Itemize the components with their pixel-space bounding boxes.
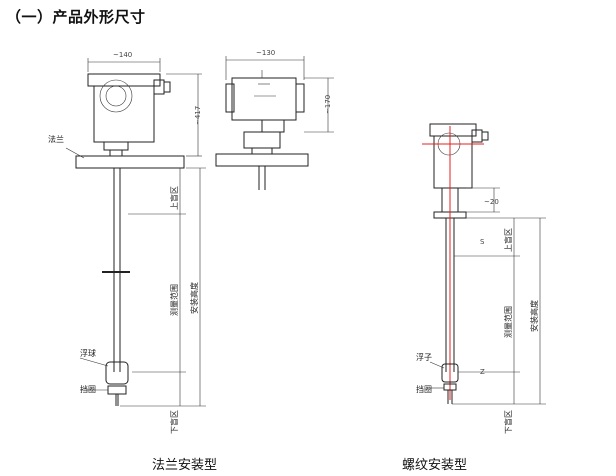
flange-side-view: ~130 ~170 xyxy=(215,49,334,190)
dim-neck-label: ~20 xyxy=(484,198,499,206)
flange-front-view: ~140 ~417 上盲区 测量范围 安装高度 下盲区 法兰 浮球 xyxy=(48,51,206,434)
float-callout: 浮球 xyxy=(80,348,96,358)
side-flange-plate xyxy=(215,153,309,167)
side-housing-body xyxy=(231,77,297,121)
thread-float xyxy=(441,363,459,383)
thread-measure-label: 测量范围 xyxy=(503,306,513,338)
thread-view: ~20 S Z 上盲区 测量范围 安装高度 下盲区 浮子 挡圈 xyxy=(416,123,546,434)
thread-type-caption: 螺纹安装型 xyxy=(402,458,468,473)
float-ball xyxy=(105,361,129,385)
housing-cap xyxy=(87,73,161,87)
dim-width-label: ~140 xyxy=(113,51,132,59)
section-heading: （一）产品外形尺寸 xyxy=(6,8,146,26)
flange-type-caption: 法兰安装型 xyxy=(152,458,218,473)
stop-ring xyxy=(107,385,127,395)
lower-blind-zone-label: 下盲区 xyxy=(169,410,179,434)
dim-side-width-label: ~130 xyxy=(256,49,275,57)
thread-housing-cap xyxy=(429,123,477,137)
thread-stop-callout: 挡圈 xyxy=(416,384,432,394)
flange-plate xyxy=(75,155,185,169)
thread-lower-zone-label: 下盲区 xyxy=(503,410,513,434)
thread-float-callout: 浮子 xyxy=(416,352,432,362)
display-window xyxy=(99,79,133,113)
dim-height-label: ~417 xyxy=(194,106,202,125)
side-cable-gland xyxy=(261,119,285,133)
measuring-range-label: 测量范围 xyxy=(169,284,179,316)
stop-ring-callout: 挡圈 xyxy=(80,384,96,394)
thread-stop-ring xyxy=(443,383,457,391)
install-height-label: 安装高度 xyxy=(189,282,199,314)
thread-upper-zone-label: 上盲区 xyxy=(503,228,513,252)
upper-blind-zone-label: 上盲区 xyxy=(169,186,179,210)
housing-body xyxy=(93,85,155,143)
dim-side-height-label: ~170 xyxy=(324,95,332,114)
dim-s-label: S xyxy=(480,238,485,246)
thread-install-label: 安装高度 xyxy=(529,300,539,332)
cable-gland xyxy=(153,79,165,95)
flange-callout: 法兰 xyxy=(48,134,64,144)
dim-z-label: Z xyxy=(480,368,485,376)
